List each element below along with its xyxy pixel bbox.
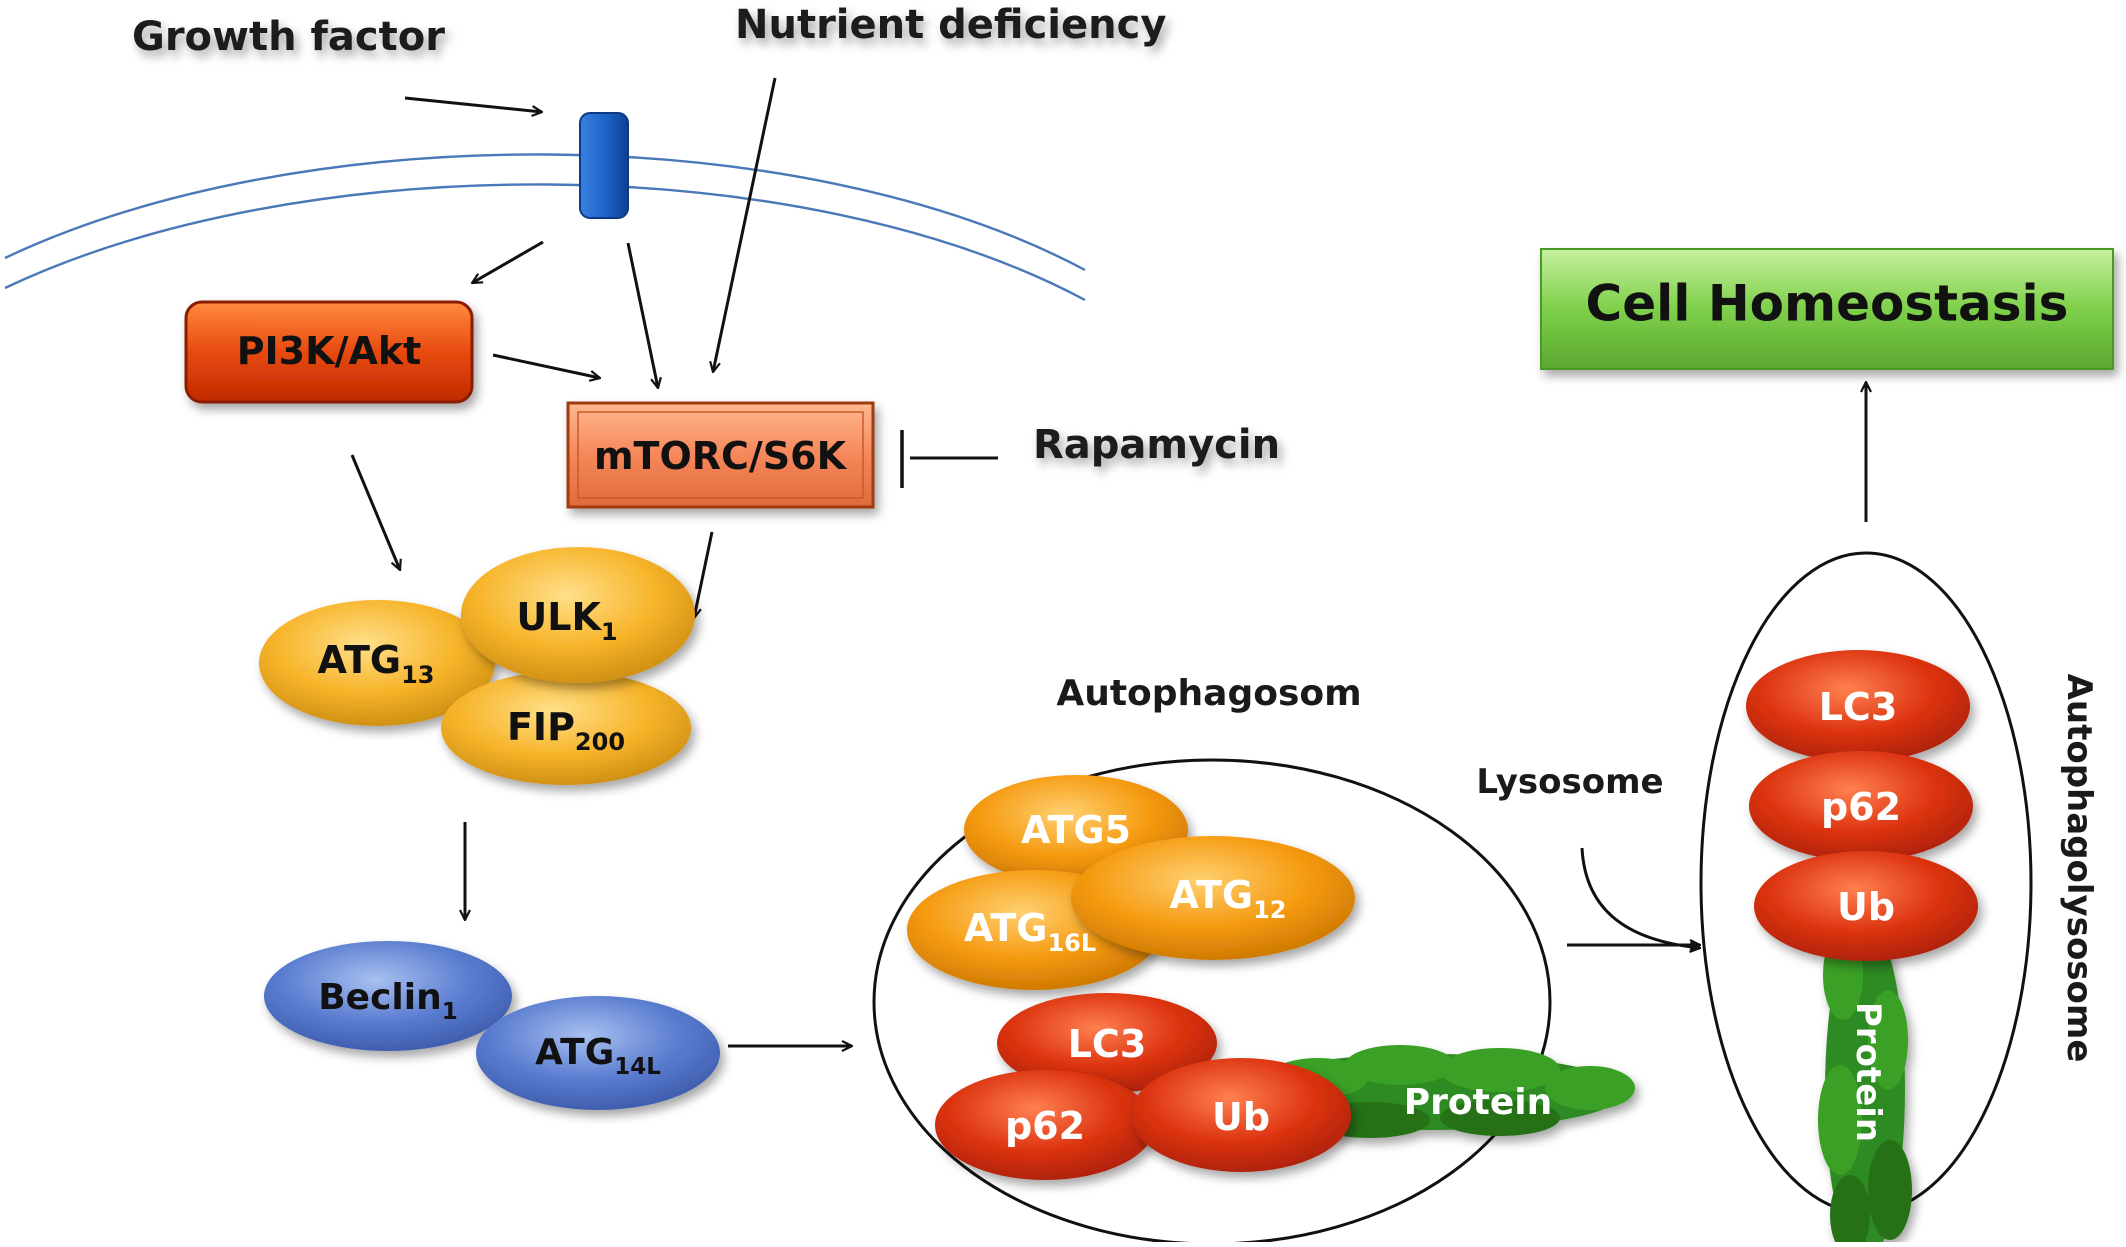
protein-lobe — [1545, 1066, 1635, 1110]
lysosome-label: Lysosome — [1476, 762, 1663, 802]
atg14l-sub: 14L — [614, 1054, 661, 1080]
protein-lobe — [1345, 1045, 1455, 1085]
pi3k-akt-label: PI3K/Akt — [237, 329, 422, 373]
fip200-base: FIP — [507, 705, 575, 749]
p62-label-right: p62 — [1821, 785, 1901, 829]
protein-lobe — [1868, 1140, 1912, 1240]
arrow-nutrient-to-mtorc — [713, 77, 777, 372]
lysosome-curved-arrow — [1580, 847, 1700, 948]
atg16l-base: ATG — [964, 906, 1048, 950]
fip200-sub: 200 — [575, 728, 625, 756]
ub-label-right: Ub — [1837, 885, 1895, 929]
arrow-mtorc-to-ulk — [694, 531, 714, 618]
atg5-label: ATG5 — [1021, 808, 1131, 852]
atg12-sub: 12 — [1253, 896, 1286, 924]
beclin1-sub: 1 — [442, 999, 458, 1025]
lc3-node-right — [1746, 650, 1970, 762]
protein-lobe — [1830, 1175, 1870, 1247]
arrow-pi3k-to-mtorc — [492, 353, 600, 378]
cell-homeostasis-box — [1540, 248, 2114, 370]
mtorc-s6k-box — [566, 401, 875, 509]
protein-label: Protein — [1404, 1082, 1552, 1123]
rapamycin-label: Rapamycin — [1033, 422, 1280, 468]
arrow-growth-to-receptor — [404, 96, 542, 112]
arrow-receptor-to-mtorc — [626, 242, 658, 388]
lc3-label: LC3 — [1068, 1022, 1147, 1066]
ulk1-node — [461, 547, 695, 683]
cell-homeostasis-label: Cell Homeostasis — [1586, 275, 2069, 333]
atg12-base: ATG — [1170, 873, 1254, 917]
autophagolysosome-label: Autophagolysosome — [2059, 674, 2099, 1063]
arrow-pi3k-to-atg13 — [350, 454, 400, 570]
beclin1-node — [264, 941, 512, 1051]
ulk1-sub: 1 — [601, 618, 618, 646]
atg14l-node — [476, 996, 720, 1110]
growth-factor-label: Growth factor — [132, 14, 445, 60]
atg13-label: ATG13 — [318, 638, 435, 689]
cell-membrane-outer — [4, 153, 1086, 272]
atg14l-label: ATG14L — [535, 1032, 661, 1080]
p62-node-right — [1749, 751, 1973, 861]
protein-vertical-label: Protein — [1848, 1002, 1888, 1142]
protein-lobe — [1868, 990, 1908, 1090]
p62-label: p62 — [1005, 1104, 1085, 1148]
lc3-node — [997, 993, 1217, 1093]
atg13-sub: 13 — [401, 661, 434, 689]
arrow-receptor-to-pi3k — [472, 240, 544, 285]
receptor — [579, 112, 629, 219]
atg16l-sub: 16L — [1047, 929, 1096, 957]
protein-lobe — [1440, 1100, 1560, 1136]
ub-node-right — [1754, 851, 1978, 961]
atg12-label: ATG12 — [1170, 873, 1287, 924]
mtorc-s6k-box-inner — [577, 411, 864, 499]
ub-node — [1131, 1058, 1351, 1172]
protein-lobe — [1440, 1048, 1560, 1092]
ub-label: Ub — [1212, 1095, 1270, 1139]
cell-membrane-inner — [4, 183, 1086, 302]
atg13-node — [259, 600, 495, 726]
nutrient-deficiency-label: Nutrient deficiency — [735, 2, 1166, 48]
ulk1-label: ULK1 — [516, 595, 617, 646]
beclin1-base: Beclin — [318, 977, 442, 1018]
atg12-node — [1071, 836, 1355, 960]
beclin1-label: Beclin1 — [318, 977, 458, 1025]
ulk1-base: ULK — [516, 595, 602, 639]
atg14l-base: ATG — [535, 1032, 614, 1073]
fip200-node — [441, 671, 691, 785]
pi3k-akt-box — [184, 300, 474, 404]
autophagosome-label: Autophagosom — [1056, 673, 1361, 714]
atg13-base: ATG — [318, 638, 402, 682]
protein-lobe — [1818, 1065, 1862, 1175]
lc3-label-right: LC3 — [1819, 685, 1898, 729]
fip200-label: FIP200 — [507, 705, 625, 756]
mtorc-s6k-label: mTORC/S6K — [594, 434, 848, 478]
atg16l-label: ATG16L — [964, 906, 1096, 957]
p62-node — [935, 1070, 1155, 1180]
